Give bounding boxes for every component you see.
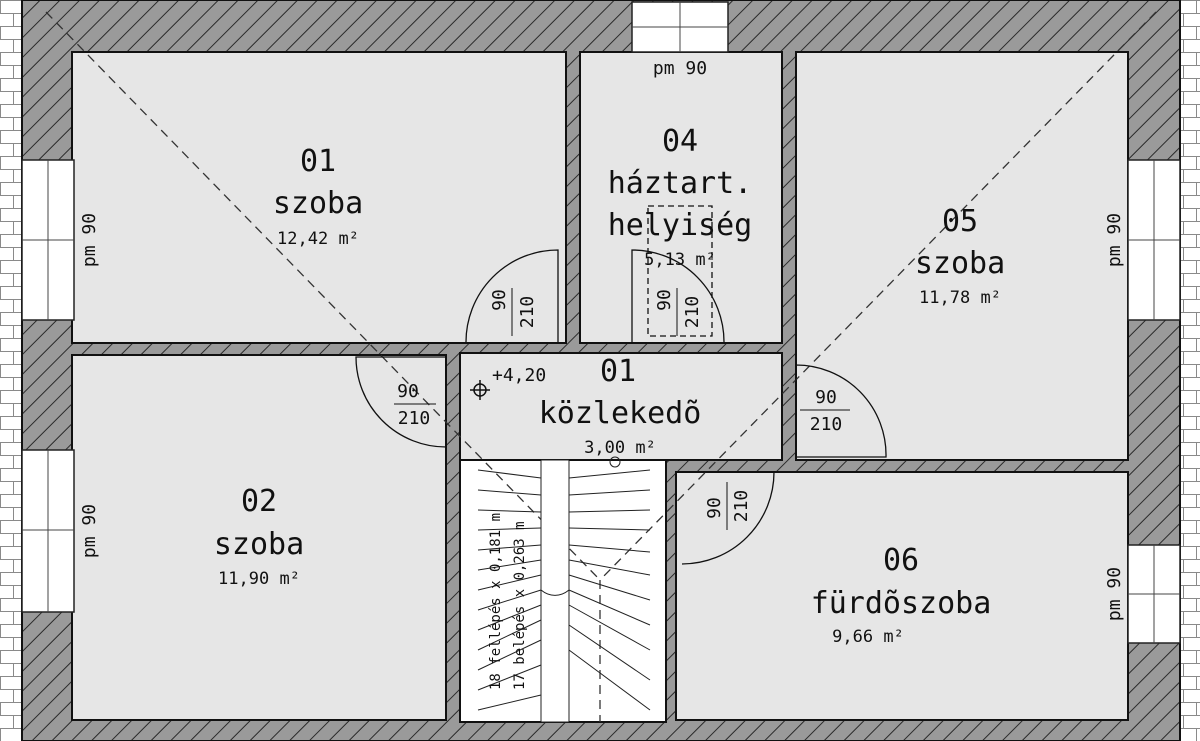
svg-text:210: 210 [810, 414, 843, 435]
room-05-floor [795, 51, 1129, 461]
doors [355, 205, 887, 565]
room-03-name: szoba [273, 186, 363, 221]
sill-label-top: pm 90 [653, 58, 707, 79]
stair-up-label: 18 fellépés x 0,181 m [488, 513, 504, 690]
svg-text:210: 210 [731, 490, 752, 523]
svg-text:210: 210 [398, 408, 431, 429]
svg-text:210: 210 [682, 296, 703, 329]
sill-label-right-upper: pm 90 [1104, 213, 1125, 267]
door-05 [795, 364, 887, 458]
room-02-area: 11,90 m² [218, 569, 300, 589]
level-elevation: +4,20 [492, 365, 546, 386]
svg-text:90: 90 [815, 387, 837, 408]
room-01-area: 3,00 m² [584, 438, 656, 458]
room-06-number: 06 [883, 543, 919, 578]
room-02-number: 02 [241, 484, 277, 519]
door-label-06: 90 210 [704, 482, 752, 530]
level-marker-icon [470, 380, 490, 400]
staircase [477, 456, 651, 723]
room-04-name-line2: helyiség [608, 208, 753, 243]
sill-label-left-lower: pm 90 [79, 504, 100, 558]
room-06-name: fürdõszoba [811, 586, 992, 621]
room-05-name: szoba [915, 246, 1005, 281]
room-03-number: 01 [300, 144, 336, 179]
svg-text:210: 210 [517, 296, 538, 329]
room-04-floor [579, 51, 783, 344]
door-04 [631, 249, 725, 344]
room-06-area: 9,66 m² [832, 627, 904, 647]
room-03-floor [71, 51, 567, 344]
door-03 [465, 249, 559, 344]
room-01-name: közlekedõ [539, 396, 702, 431]
door-label-05: 90 210 [800, 387, 850, 435]
room-03-area: 12,42 m² [277, 229, 359, 249]
room-04-area: 5,13 m² [644, 250, 716, 270]
svg-text:90: 90 [489, 289, 510, 311]
room-02-floor [71, 354, 447, 721]
room-02-name: szoba [214, 527, 304, 562]
svg-text:90: 90 [654, 289, 675, 311]
svg-text:90: 90 [704, 497, 725, 519]
sill-label-left-upper: pm 90 [79, 213, 100, 267]
exterior-right-brick [1180, 0, 1200, 741]
door-label-04: 90 210 [654, 288, 703, 336]
room-05-area: 11,78 m² [919, 288, 1001, 308]
door-06 [681, 471, 775, 565]
svg-text:90: 90 [397, 381, 419, 402]
door-02 [355, 356, 447, 448]
room-01-floor [459, 352, 783, 461]
room-05-number: 05 [942, 204, 978, 239]
door-label-02: 90 210 [394, 381, 436, 429]
room-01-number: 01 [600, 354, 636, 389]
door-label-03: 90 210 [489, 288, 538, 336]
sill-label-right-lower: pm 90 [1104, 567, 1125, 621]
stair-tread-label: 17 belépés x 0,263 m [512, 521, 528, 690]
room-04-name-line1: háztart. [608, 166, 753, 201]
exterior-left-brick [0, 0, 22, 741]
room-04-number: 04 [662, 124, 698, 159]
